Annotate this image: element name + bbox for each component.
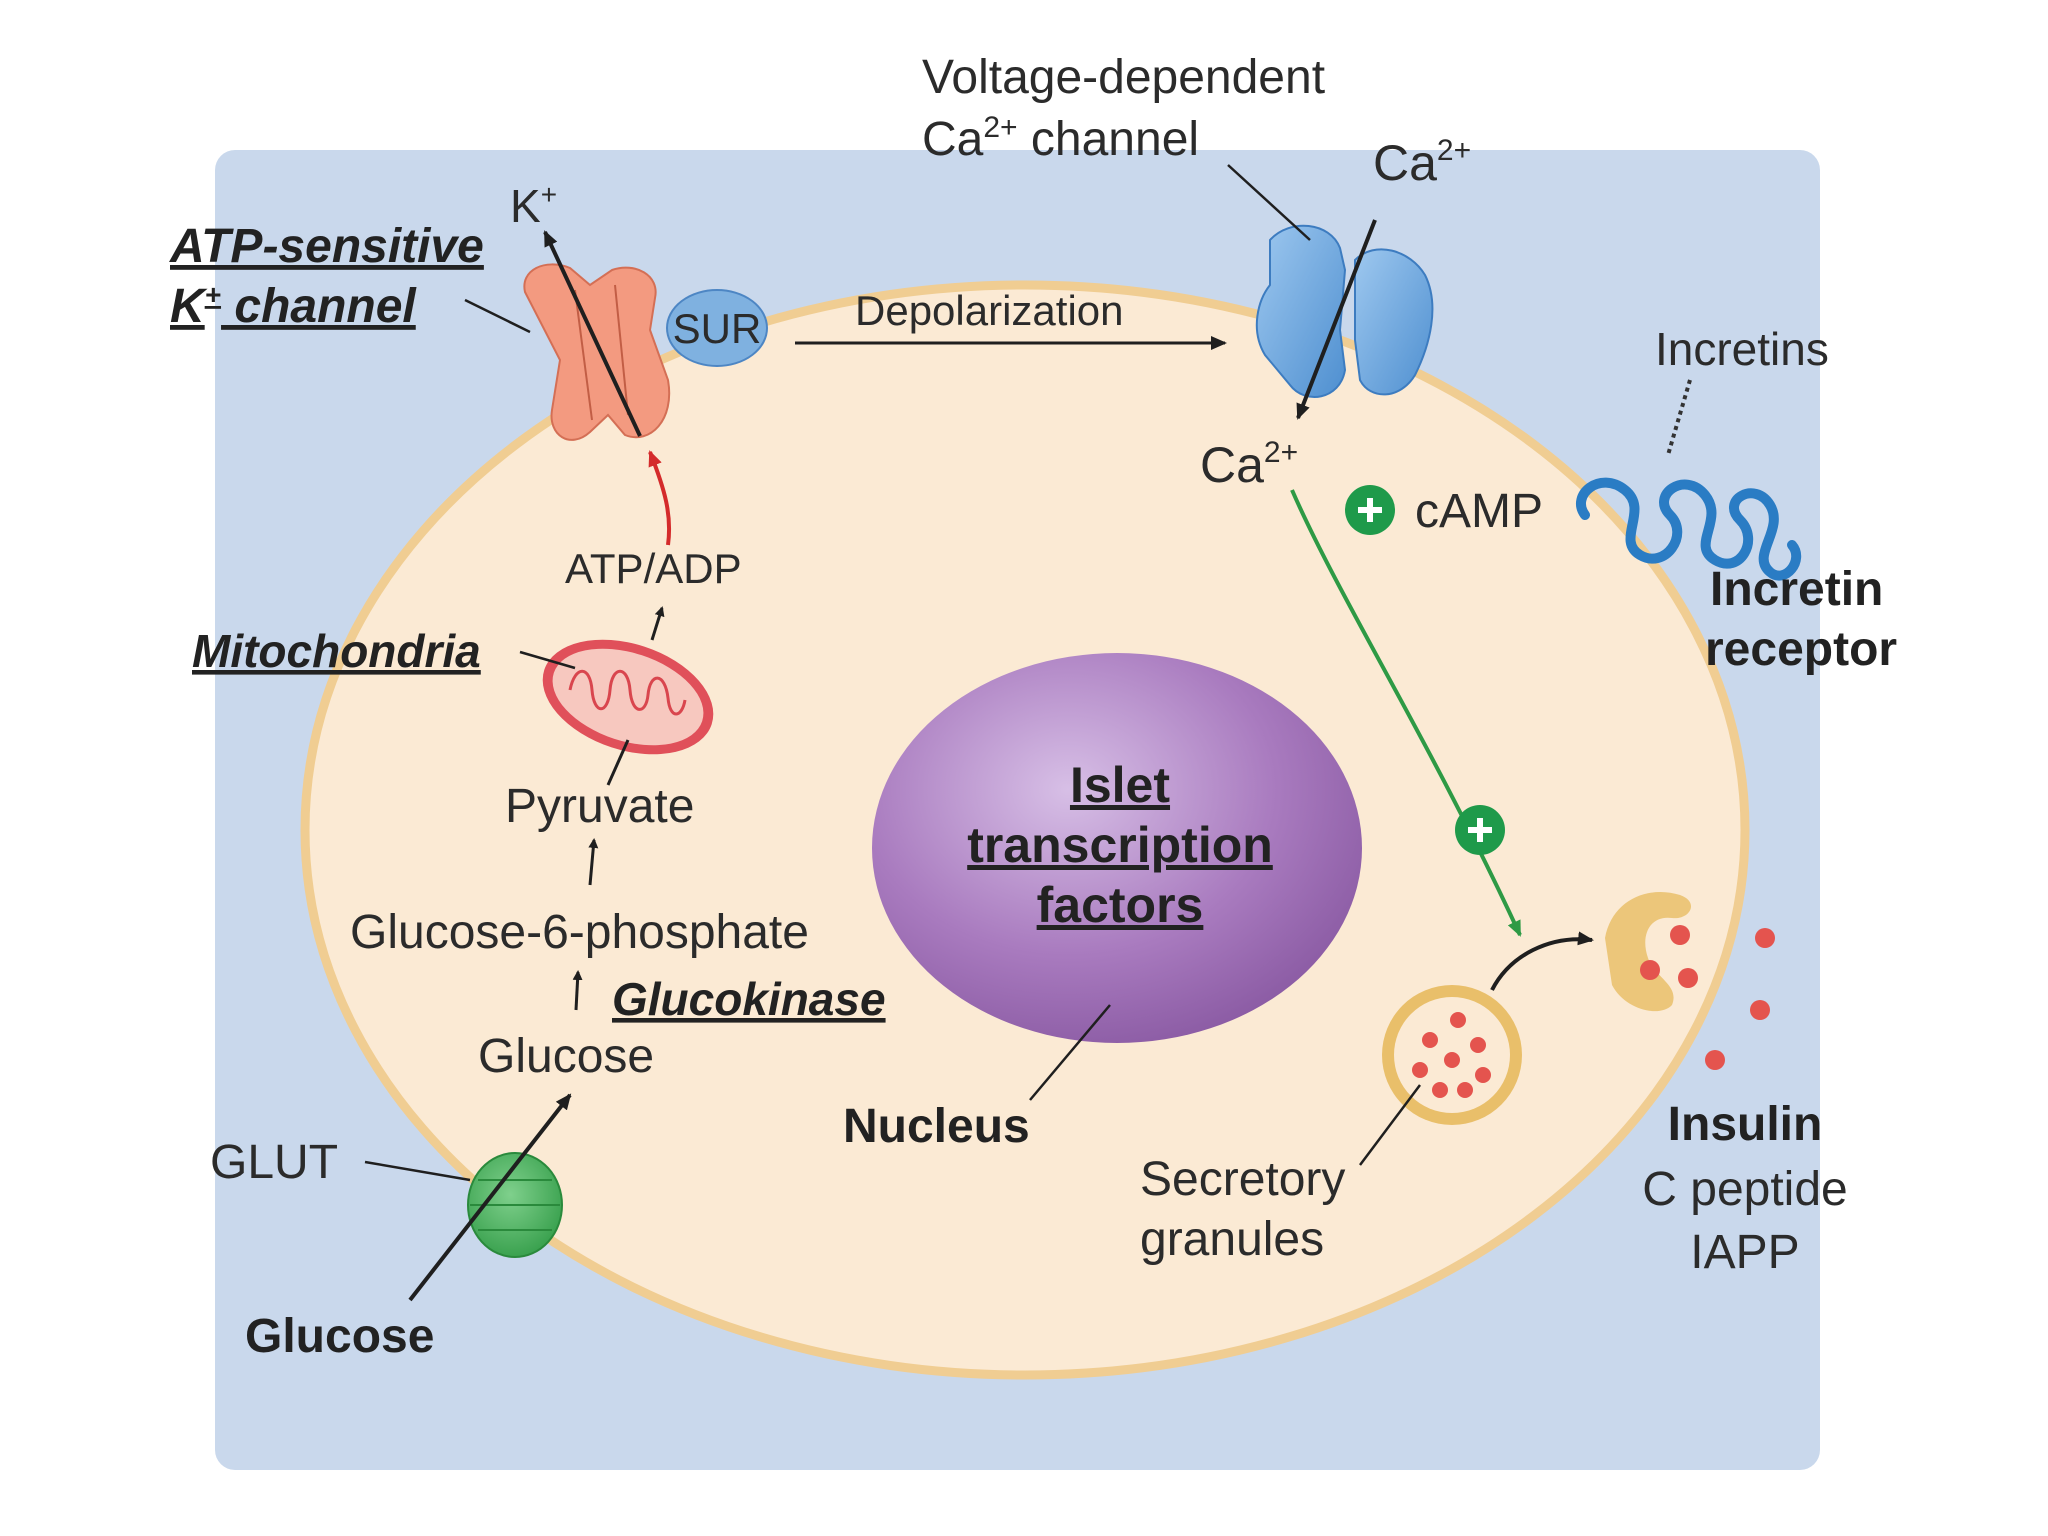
ca-outside-label: Ca2+ — [1373, 134, 1471, 191]
glut-transporter — [467, 1152, 563, 1258]
secretory-granule — [1382, 985, 1522, 1125]
nucleus-pointer — [1029, 1004, 1111, 1101]
iapp-label: IAPP — [1690, 1226, 1799, 1279]
pyruvate-label: Pyruvate — [505, 780, 694, 833]
islet-label-line1: Islet — [1070, 757, 1170, 813]
granule-pointer — [1359, 1084, 1421, 1166]
incretin-binding-dots — [1666, 379, 1692, 456]
sur-label: SUR — [673, 305, 762, 352]
glucokinase-label: Glucokinase — [612, 973, 886, 1025]
k-efflux-arrow — [543, 230, 642, 437]
nucleus-label: Nucleus — [843, 1100, 1030, 1153]
atp-to-katp-arrow — [648, 450, 672, 546]
insulin-label: Insulin — [1668, 1098, 1823, 1151]
ca-inside-label: Ca2+ — [1200, 436, 1298, 493]
sur-subunit — [666, 289, 768, 367]
islet-label-line3: factors — [1037, 877, 1204, 933]
vdcc-label-line2: Ca2+ channel — [922, 111, 1199, 166]
incretin-receptor-label-line1: Incretin — [1710, 563, 1883, 616]
katp-label-line2: K+ channel — [170, 279, 417, 333]
glucose-outside-label: Glucose — [245, 1310, 434, 1363]
depolarization-label: Depolarization — [855, 287, 1124, 334]
plus-badge-icon — [1345, 485, 1395, 535]
atp-adp-label: ATP/ADP — [565, 545, 742, 592]
secretory-label-line1: Secretory — [1140, 1153, 1345, 1206]
ca-to-granule-arrow — [1290, 489, 1522, 937]
c-peptide-label: C peptide — [1642, 1163, 1847, 1216]
vdcc-label-line1: Voltage-dependent — [922, 51, 1325, 104]
incretin-receptor-label-line2: receptor — [1705, 623, 1897, 676]
secretory-label-line2: granules — [1140, 1213, 1324, 1266]
mito-to-atp-arrow — [650, 606, 665, 641]
camp-label: cAMP — [1415, 485, 1543, 538]
incretin-receptor-coil-icon — [1576, 477, 1802, 581]
incretins-label: Incretins — [1655, 323, 1829, 375]
plus-badge-icon — [1455, 805, 1505, 855]
exocytosis-arrow — [1490, 931, 1594, 991]
katp-channel — [523, 263, 671, 441]
islet-label-line2: transcription — [967, 817, 1273, 873]
katp-label-line1: ATP-sensitive — [169, 220, 484, 273]
glucose-to-g6p-arrow — [572, 970, 583, 1011]
nucleus-organelle — [872, 653, 1362, 1043]
glut-label: GLUT — [210, 1136, 338, 1189]
g6p-to-pyruvate-arrow — [588, 838, 599, 886]
mitochondria-label: Mitochondria — [192, 625, 481, 677]
mitochondria-organelle — [542, 639, 714, 755]
k-plus-label: K+ — [510, 179, 557, 232]
vdcc-pointer — [1227, 164, 1311, 241]
glut-pointer — [364, 1160, 471, 1182]
released-insulin-dots — [1640, 925, 1775, 1070]
ca-influx-arrow — [1296, 219, 1377, 420]
mito-pointer — [519, 650, 576, 670]
glucose-inside-label: Glucose — [478, 1030, 654, 1083]
g6p-label: Glucose-6-phosphate — [350, 906, 809, 959]
pyruvate-to-mito-arrow — [606, 739, 630, 786]
katp-pointer — [464, 298, 531, 334]
exocytosis-site — [1605, 891, 1692, 1012]
glucose-uptake-arrow — [408, 1093, 572, 1302]
